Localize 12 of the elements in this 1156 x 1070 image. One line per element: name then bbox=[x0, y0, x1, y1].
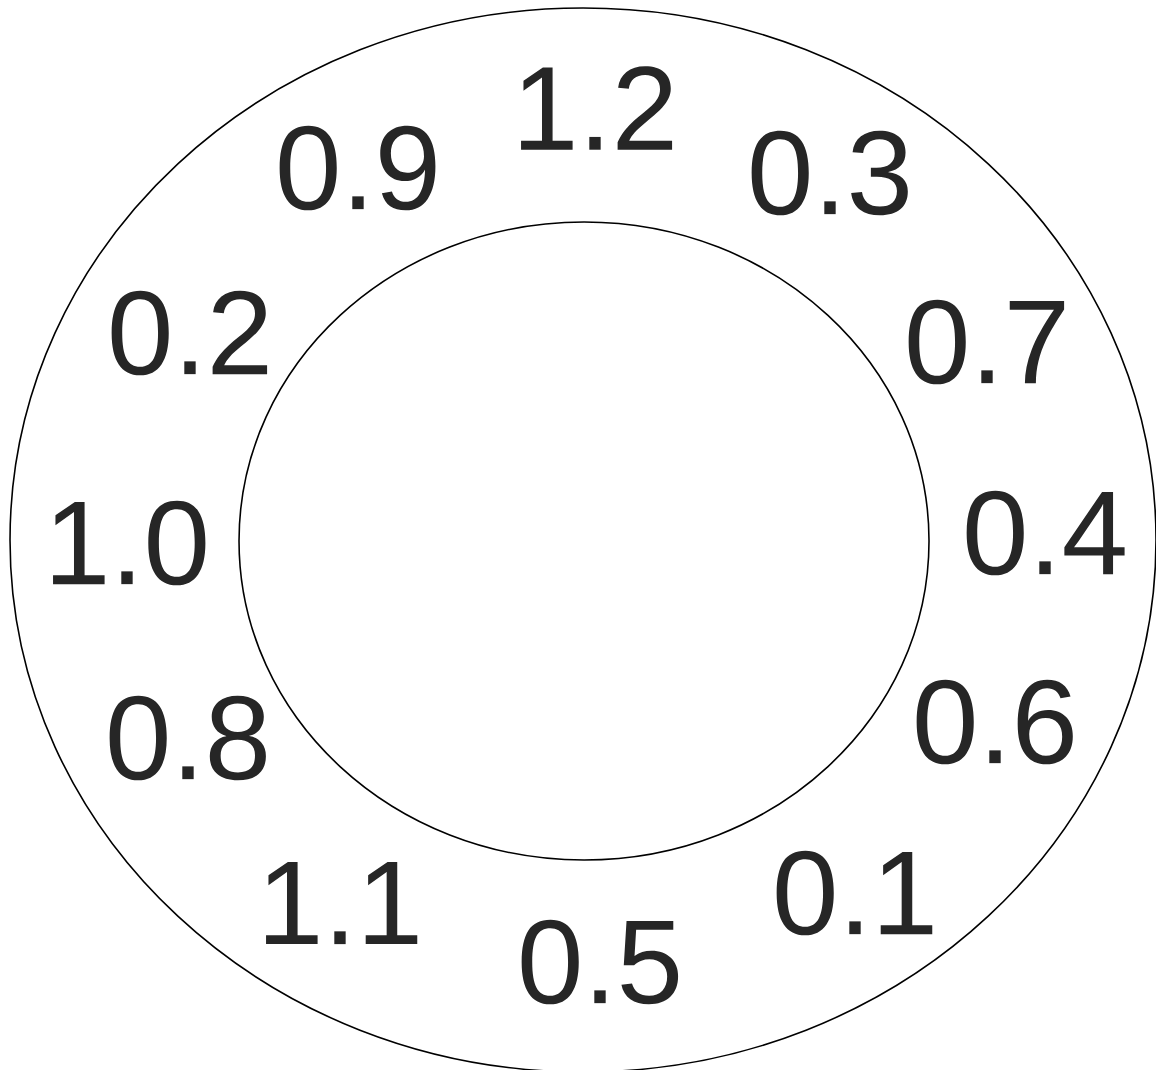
number-label: 0.3 bbox=[751, 130, 908, 216]
number-label: 1.2 bbox=[521, 66, 673, 150]
number-label: 0.7 bbox=[908, 299, 1065, 385]
number-label: 0.2 bbox=[111, 290, 268, 376]
number-label: 0.9 bbox=[279, 125, 436, 211]
number-label: 0.5 bbox=[521, 919, 679, 1005]
number-label: 0.1 bbox=[776, 850, 933, 936]
number-label: 0.6 bbox=[916, 679, 1073, 765]
number-label: 1.0 bbox=[53, 500, 206, 586]
number-label: 1.1 bbox=[266, 861, 418, 945]
number-label: 0.4 bbox=[966, 490, 1125, 576]
number-label: 0.8 bbox=[109, 695, 266, 781]
